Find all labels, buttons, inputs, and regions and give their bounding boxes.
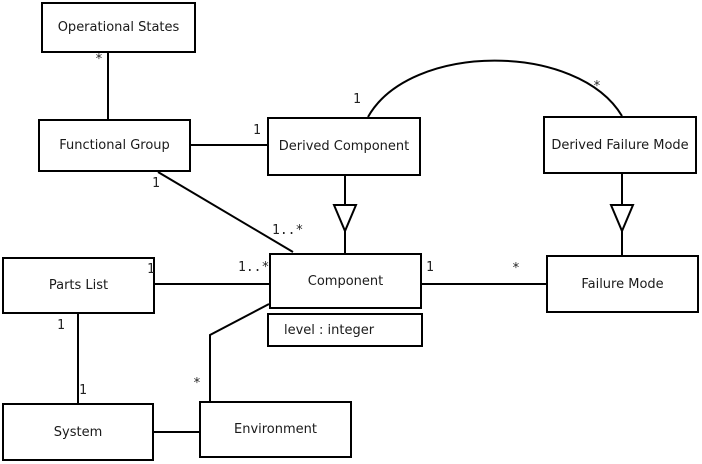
multiplicity-arc-derived-failure-mode-end: * xyxy=(593,79,601,94)
class-label: Functional Group xyxy=(59,138,170,153)
class-label: Failure Mode xyxy=(581,276,664,292)
multiplicity-parts-list-end: 1 xyxy=(147,262,155,277)
edge-environment-component xyxy=(209,303,270,401)
attribute-label: level : integer xyxy=(284,322,375,338)
class-label: Derived Failure Mode xyxy=(551,137,689,153)
multiplicity-environment-end: * xyxy=(193,376,201,391)
multiplicity-component-parts-list-end: 1..* xyxy=(238,260,270,275)
multiplicity-derived-component-end: 1 xyxy=(253,123,261,138)
class-label: Component xyxy=(307,273,384,289)
multiplicity-arc-derived-component-end: 1 xyxy=(353,92,361,107)
class-label: Environment xyxy=(233,422,317,437)
multiplicity-parts-list-system-end: 1 xyxy=(57,318,65,333)
edge-functional-group-component xyxy=(157,171,294,253)
class-box-parts-list: Parts List xyxy=(2,257,155,314)
class-label: Operational States xyxy=(57,20,180,35)
multiplicity-functional-group-end: 1 xyxy=(152,176,160,191)
class-box-component: Component xyxy=(269,253,422,309)
multiplicity-system-end: 1 xyxy=(79,383,87,398)
multiplicity-component-failure-mode-end: 1 xyxy=(426,260,434,275)
class-label: Derived Component xyxy=(278,139,410,154)
class-box-derived-component: Derived Component xyxy=(267,117,421,176)
multiplicity-component-diagonal-end: 1..* xyxy=(272,223,304,238)
class-box-derived-failure-mode: Derived Failure Mode xyxy=(543,116,697,174)
class-box-functional-group: Functional Group xyxy=(38,119,191,172)
class-box-operational-states: Operational States xyxy=(41,2,196,53)
generalization-triangle-failure-mode xyxy=(609,204,635,234)
edge-arc-derived-component-derived-failure-mode xyxy=(367,59,623,118)
class-label: System xyxy=(53,424,103,440)
class-box-environment: Environment xyxy=(199,401,352,458)
multiplicity-failure-mode-end: * xyxy=(512,261,520,276)
class-label: Parts List xyxy=(48,278,109,293)
class-attribute-component-level: level : integer xyxy=(267,313,423,347)
class-box-failure-mode: Failure Mode xyxy=(546,255,699,313)
multiplicity-operational-states: * xyxy=(95,52,103,67)
generalization-triangle-component xyxy=(332,204,358,234)
class-box-system: System xyxy=(2,403,154,461)
